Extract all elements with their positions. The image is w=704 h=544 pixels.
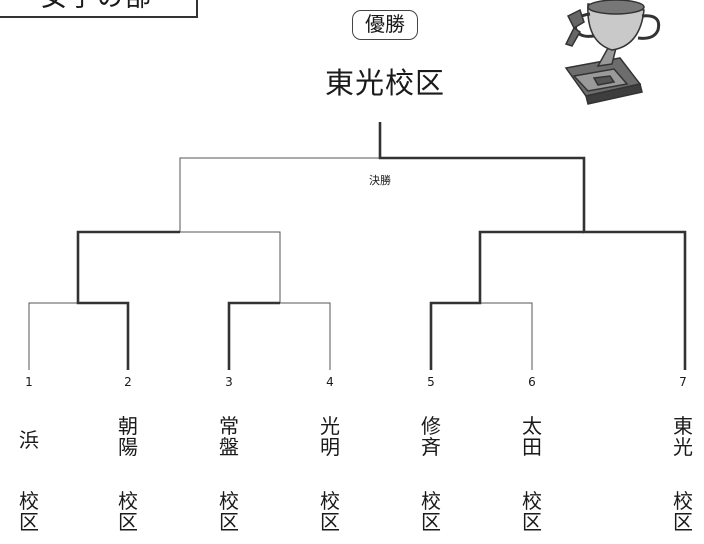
team-suffix: 校区 [320,489,340,534]
section-title: 女子の部 [0,0,198,18]
entry-seed: 4 [326,375,334,389]
entry-seed: 6 [528,375,536,389]
team-suffix: 校区 [673,489,693,534]
team-suffix: 校区 [118,489,138,534]
entry-seed: 5 [427,375,435,389]
team-name: 光明 [320,414,340,459]
team-name: 太田 [522,414,542,459]
team-name: 朝陽 [118,414,138,459]
team-suffix: 校区 [522,489,542,534]
trophy-icon [564,0,661,105]
team-suffix: 校区 [421,489,441,534]
final-label: 決勝 [369,174,391,187]
team-suffix: 校区 [219,489,239,534]
entry-seed: 7 [679,375,687,389]
champion-name: 東光校区 [324,66,445,100]
entry-seed: 1 [25,375,33,389]
entry-seed: 2 [124,375,132,389]
entry-seed: 3 [225,375,233,389]
team-suffix: 校区 [19,489,39,534]
team-name: 浜 [19,428,39,452]
team-name: 常盤 [219,414,239,459]
champion-badge: 優勝 [352,10,418,40]
team-name: 修斉 [421,414,441,459]
team-name: 東光 [673,414,693,459]
